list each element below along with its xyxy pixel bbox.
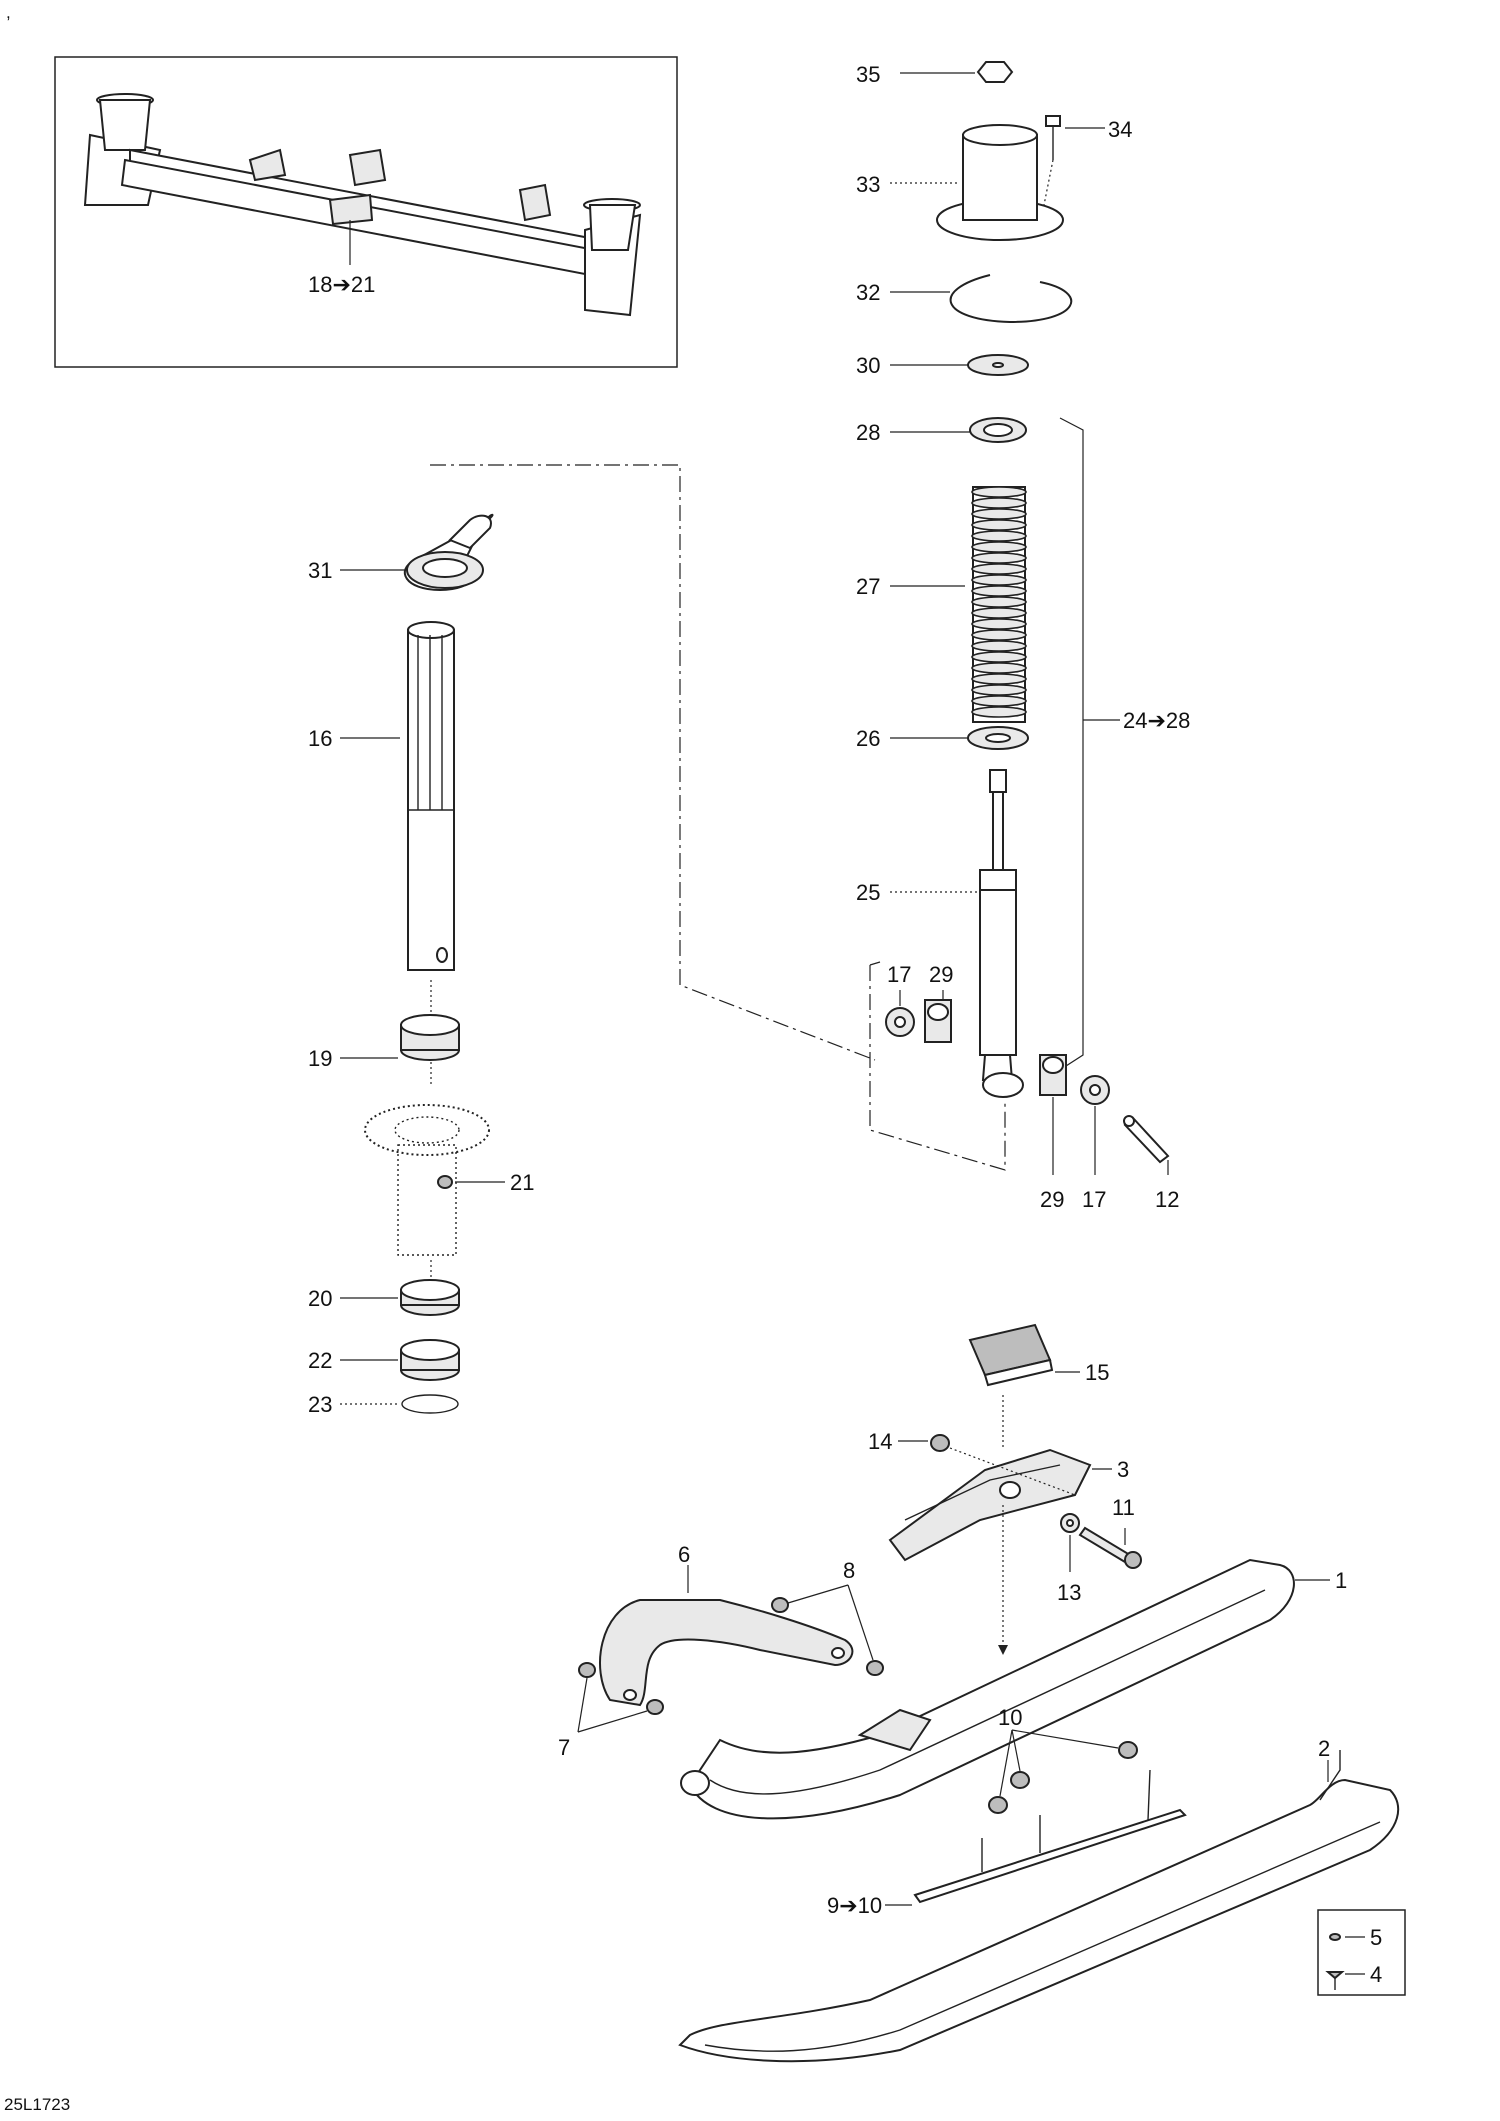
spring-coil	[971, 508, 1027, 520]
part-ski-1	[680, 1558, 1330, 1820]
spring-coil	[971, 519, 1027, 531]
callout-label: 23	[308, 1392, 332, 1417]
part-handle-6	[599, 1565, 854, 1707]
spring-coil	[971, 706, 1027, 718]
part-bolt-34	[1043, 115, 1105, 206]
callout-label: 15	[1085, 1360, 1109, 1385]
part-pin-12	[1123, 1115, 1170, 1175]
spring-coil	[971, 673, 1027, 685]
spring-coil	[971, 497, 1027, 509]
callout-label: 9➔10	[827, 1893, 882, 1918]
part-bushing-29-right	[1039, 1054, 1067, 1175]
spring-coil	[971, 618, 1027, 630]
callout-label: 2	[1318, 1736, 1330, 1761]
callout-label: 11	[1112, 1495, 1135, 1520]
corner-mark: ,	[6, 3, 11, 22]
callout-label: 16	[308, 726, 332, 751]
part-bushing-22	[340, 1339, 460, 1381]
spring-coil	[971, 695, 1027, 707]
spring-coil	[971, 607, 1027, 619]
callout-label: 6	[678, 1542, 690, 1567]
part-circlip-23	[340, 1394, 459, 1414]
callout-label: 32	[856, 280, 880, 305]
part-shock-top-mount-33	[890, 124, 1064, 241]
part-nut-8	[771, 1584, 884, 1676]
part-steering-column-16	[340, 621, 455, 971]
part-ski-runner-9	[885, 1769, 1187, 1906]
callout-labels: 35 34 33 32 30 28 27 24➔28 26 25 17 29 2…	[308, 62, 1382, 1987]
part-bushing-29-left	[924, 990, 952, 1043]
spring-coil	[971, 486, 1027, 498]
callout-label: 17	[1082, 1187, 1106, 1212]
callout-label: 35	[856, 62, 880, 87]
spring-coil	[971, 662, 1027, 674]
part-retaining-ring-32	[890, 274, 1073, 324]
spring-coil	[971, 684, 1027, 696]
part-wear-pad-15	[968, 1323, 1080, 1450]
part-bushing-20	[340, 1279, 460, 1316]
callout-label: 3	[1117, 1457, 1129, 1482]
spring-coil	[971, 596, 1027, 608]
callout-label: 33	[856, 172, 880, 197]
part-coil-spring-27	[890, 486, 1027, 723]
callout-label: 34	[1108, 117, 1132, 142]
part-ski-leg-3	[888, 1448, 1112, 1562]
figure-code: 25L1723	[4, 2095, 70, 2114]
spring-coil	[971, 629, 1027, 641]
callout-label: 4	[1370, 1962, 1382, 1987]
part-bushing-19	[340, 1014, 460, 1061]
part-column-support-housing	[364, 1104, 490, 1256]
callout-label: 13	[1057, 1580, 1081, 1605]
callout-label: 31	[308, 558, 332, 583]
part-washer-17-right	[1080, 1075, 1110, 1175]
callout-label: 22	[308, 1348, 332, 1373]
spring-coil	[971, 585, 1027, 597]
callout-label: 12	[1155, 1187, 1179, 1212]
callout-label: 29	[929, 962, 953, 987]
callout-label: 27	[856, 574, 880, 599]
part-spring-washer-26	[890, 726, 1029, 750]
callout-label: 14	[868, 1429, 892, 1454]
part-bolt-11	[1078, 1526, 1142, 1569]
inset-frame-crossmember	[54, 56, 678, 368]
part-shock-absorber-25	[890, 769, 1024, 1098]
part-screw-21	[437, 1175, 505, 1189]
spring-coil	[971, 574, 1027, 586]
spring-coil	[971, 541, 1027, 553]
part-spring-seat-28	[890, 417, 1027, 443]
spring-coil	[971, 640, 1027, 652]
callout-label: 17	[887, 962, 911, 987]
legend-box	[1317, 1909, 1406, 1996]
part-nut-14	[898, 1434, 950, 1452]
callout-label: 10	[998, 1705, 1022, 1730]
part-washer-30	[890, 354, 1029, 376]
callout-label: 20	[308, 1286, 332, 1311]
part-washer-17-left	[885, 990, 915, 1037]
callout-label: 18➔21	[308, 272, 375, 297]
spring-coil	[971, 651, 1027, 663]
part-nut-7	[577, 1662, 664, 1733]
part-washer-13	[1060, 1513, 1080, 1572]
callout-label: 21	[510, 1170, 534, 1195]
callout-label: 24➔28	[1123, 708, 1190, 733]
spring-coil	[971, 552, 1027, 564]
callout-label: 28	[856, 420, 880, 445]
part-ski-2	[678, 1750, 1400, 2063]
callout-label: 26	[856, 726, 880, 751]
callout-label: 8	[843, 1558, 855, 1583]
callout-label: 19	[308, 1046, 332, 1071]
callout-label: 30	[856, 353, 880, 378]
spring-coil	[971, 530, 1027, 542]
spring-coil	[971, 563, 1027, 575]
part-nut-10	[988, 1729, 1138, 1814]
callout-label: 1	[1335, 1568, 1347, 1593]
callout-label: 29	[1040, 1187, 1064, 1212]
callout-label: 5	[1370, 1925, 1382, 1950]
callout-label: 25	[856, 880, 880, 905]
callout-label: 7	[558, 1735, 570, 1760]
part-nut-35	[900, 61, 1014, 83]
part-steering-arm-31	[340, 513, 494, 592]
